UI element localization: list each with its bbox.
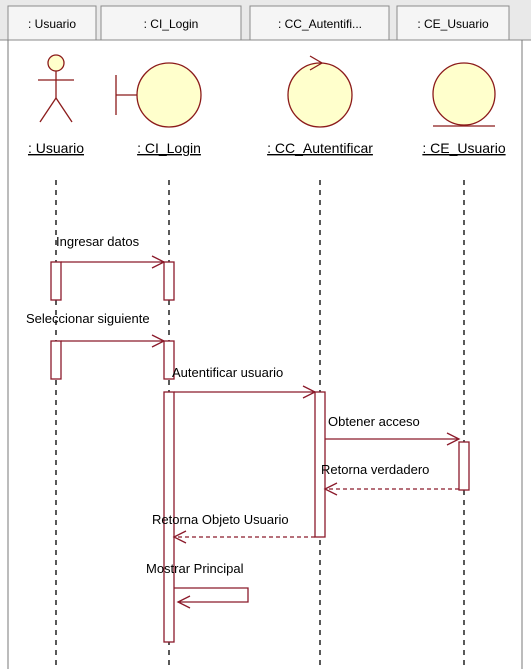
actor-icon[interactable] [38,54,74,123]
boundary-icon[interactable] [115,62,202,128]
object-label-ce-usuario: : CE_Usuario [422,140,505,156]
message-label-seleccionar-siguiente: Seleccionar siguiente [26,311,150,326]
activation-ci-login-3 [163,391,175,643]
activation-usuario-2 [50,340,62,380]
header-bar: : Usuario : CI_Login : CC_Autentifi... :… [0,0,531,41]
header-label-cc-autentificar: : CC_Autentifi... [278,17,362,31]
header-cell-cc-autentificar[interactable] [249,5,390,41]
arrowhead-seleccionar-siguiente [151,334,166,348]
message-arrow-mostrar-principal [174,587,249,603]
object-label-usuario: : Usuario [28,140,84,156]
control-icon[interactable] [287,55,353,128]
activation-cc-autentificar [314,391,326,538]
message-label-obtener-acceso: Obtener acceso [328,414,420,429]
arrowhead-retorna-objeto-usuario [172,530,187,544]
activation-ce-usuario [458,441,470,491]
header-cell-usuario[interactable] [7,5,97,41]
header-label-ci-login: : CI_Login [144,17,199,31]
header-cell-ci-login[interactable] [100,5,242,41]
activation-usuario-1 [50,261,62,301]
arrowhead-autentificar-usuario [302,385,317,399]
message-label-mostrar-principal: Mostrar Principal [146,561,244,576]
object-label-ci-login: : CI_Login [137,140,201,156]
object-label-cc-autentificar: : CC_Autentificar [267,140,373,156]
header-label-ce-usuario: : CE_Usuario [417,17,489,31]
activation-ci-login-1 [163,261,175,301]
arrowhead-obtener-acceso [446,432,461,446]
arrowhead-mostrar-principal [176,595,191,609]
header-label-usuario: : Usuario [28,17,76,31]
arrowhead-retorna-verdadero [323,482,338,496]
message-label-autentificar-usuario: Autentificar usuario [172,365,283,380]
message-label-ingresar-datos: Ingresar datos [56,234,140,249]
message-label-retorna-verdadero: Retorna verdadero [321,462,429,477]
arrowhead-ingresar-datos [151,255,166,269]
message-label-retorna-objeto-usuario: Retorna Objeto Usuario [152,512,289,527]
entity-icon[interactable] [432,62,496,127]
activation-ci-login-2 [163,340,175,380]
